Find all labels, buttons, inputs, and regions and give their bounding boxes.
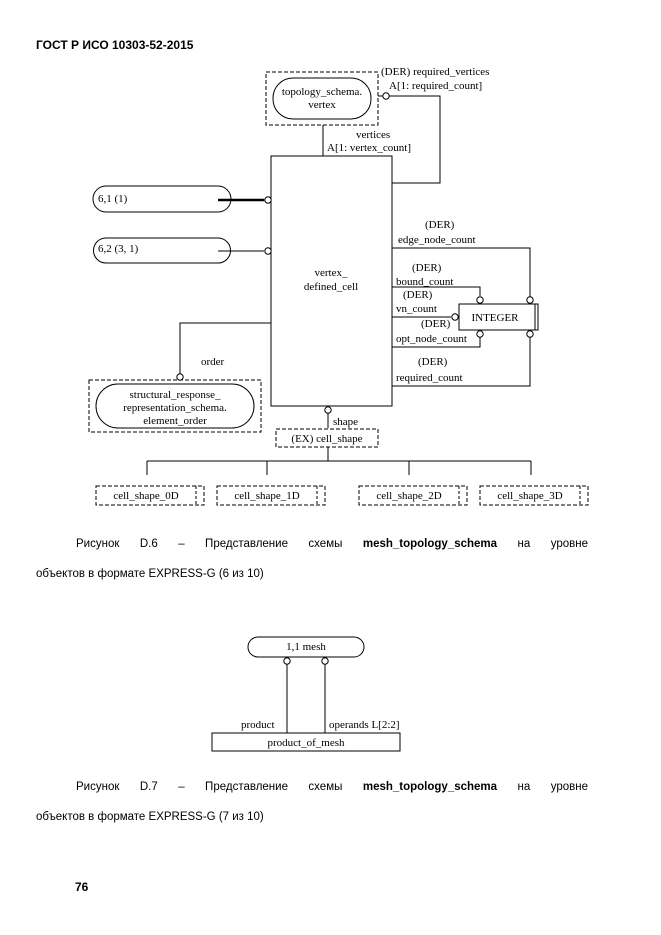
caption-d6-line1: Рисунок D.6 – Представление схемы mesh_t… bbox=[36, 538, 588, 550]
required-count-der: (DER) bbox=[418, 356, 448, 368]
order-line bbox=[179, 322, 271, 374]
ref-62-label: 6,2 (3, 1) bbox=[98, 243, 139, 255]
operands-label: operands L[2:2] bbox=[329, 719, 400, 731]
caption-d6-line2: объектов в формате EXPRESS-G (6 из 10) bbox=[36, 568, 264, 580]
integer-label: INTEGER bbox=[471, 312, 519, 324]
entity-name-line2: defined_cell bbox=[304, 281, 358, 293]
opt-node-count-der: (DER) bbox=[421, 318, 451, 330]
der-required-vertices-label: (DER) required_vertices bbox=[381, 66, 489, 78]
mesh-ref-shape bbox=[247, 636, 365, 658]
cell-shape-2d-label: cell_shape_2D bbox=[376, 490, 441, 502]
integer-box bbox=[458, 303, 539, 331]
order-circle bbox=[176, 373, 184, 381]
cell-shape-1d-label: cell_shape_1D bbox=[234, 490, 299, 502]
caption-d6-suffix: на уровне bbox=[497, 538, 589, 550]
element-order-line1: structural_response_ bbox=[129, 389, 221, 401]
entity-name-line1: vertex_ bbox=[315, 267, 348, 279]
cell-shape-dashed-box bbox=[275, 428, 379, 448]
shape-circle bbox=[324, 406, 332, 414]
bound-count-circle bbox=[476, 296, 484, 304]
required-vertices-line bbox=[378, 95, 441, 184]
opt-node-count-circle bbox=[476, 330, 484, 338]
caption-d6-prefix: Рисунок D.6 – Представление схемы bbox=[76, 538, 363, 550]
product-of-mesh-box bbox=[211, 732, 401, 752]
element-order-rounded bbox=[95, 383, 255, 429]
vn-count-der: (DER) bbox=[403, 289, 433, 301]
required-count-bound-label: A[1: required_count] bbox=[389, 80, 482, 92]
product-of-mesh-label: product_of_mesh bbox=[268, 737, 345, 749]
operands-circle bbox=[321, 657, 329, 665]
vn-count-circle bbox=[451, 313, 459, 321]
ref-61-circle bbox=[264, 196, 272, 204]
order-label: order bbox=[201, 356, 225, 368]
ref-62-circle bbox=[264, 247, 272, 255]
document-header: ГОСТ Р ИСО 10303-52-2015 bbox=[36, 38, 194, 52]
edge-node-count-label: edge_node_count bbox=[398, 234, 476, 246]
figure-d6-diagram: topology_schema. vertex (DER) required_v… bbox=[88, 66, 589, 506]
caption-d7-schema-name: mesh_topology_schema bbox=[362, 781, 498, 793]
cell-shape-0d-label: cell_shape_0D bbox=[113, 490, 178, 502]
element-order-line3: element_order bbox=[143, 415, 207, 427]
topology-vertex-line1: topology_schema. bbox=[282, 86, 363, 98]
product-circle bbox=[283, 657, 291, 665]
element-order-line2: representation_schema. bbox=[123, 402, 227, 414]
caption-d7-line1: Рисунок D.7 – Представление схемы mesh_t… bbox=[36, 781, 588, 793]
ref-61-shape bbox=[92, 185, 232, 213]
cell-shape-label: (EX) cell_shape bbox=[291, 433, 362, 445]
bound-count-label: bound_count bbox=[396, 276, 453, 288]
cell-shape-2d-box bbox=[358, 485, 468, 506]
cell-shape-1d-box bbox=[216, 485, 326, 506]
topology-vertex-line2: vertex bbox=[308, 99, 336, 111]
required-vertices-circle bbox=[382, 92, 390, 100]
mesh-ref-label: 1,1 mesh bbox=[286, 641, 326, 653]
required-count-label: required_count bbox=[396, 372, 463, 384]
cell-shape-3d-box bbox=[479, 485, 589, 506]
edge-node-count-line bbox=[392, 247, 531, 304]
element-order-dashed-box bbox=[88, 379, 262, 433]
figure-d7-diagram: 1,1 mesh product operands L[2:2] product… bbox=[211, 636, 401, 752]
edge-node-count-der: (DER) bbox=[425, 219, 455, 231]
caption-d7-line2: объектов в формате EXPRESS-G (7 из 10) bbox=[36, 811, 264, 823]
bound-count-der: (DER) bbox=[412, 262, 442, 274]
required-count-circle bbox=[526, 330, 534, 338]
cell-shape-0d-box bbox=[95, 485, 205, 506]
topology-vertex-dashed-box bbox=[265, 71, 379, 126]
topology-vertex-rounded bbox=[272, 77, 372, 120]
vn-count-label: vn_count bbox=[396, 303, 437, 315]
ref-61-label: 6,1 (1) bbox=[98, 193, 128, 205]
vertex-count-label: A[1: vertex_count] bbox=[327, 142, 411, 154]
shape-label: shape bbox=[333, 416, 358, 428]
caption-d6-schema-name: mesh_topology_schema bbox=[362, 538, 498, 550]
vertices-label: vertices bbox=[356, 129, 390, 141]
bound-count-line bbox=[392, 286, 481, 296]
cell-shape-3d-label: cell_shape_3D bbox=[497, 490, 562, 502]
page-number: 76 bbox=[75, 880, 89, 894]
product-label: product bbox=[241, 719, 275, 731]
required-count-line bbox=[392, 334, 531, 387]
ref-62-shape bbox=[93, 237, 231, 264]
caption-d7-suffix: на уровне bbox=[497, 781, 589, 793]
vertex-defined-cell-box bbox=[270, 155, 393, 407]
edge-node-count-circle bbox=[526, 296, 534, 304]
opt-node-count-label: opt_node_count bbox=[396, 333, 467, 345]
caption-d7-prefix: Рисунок D.7 – Представление схемы bbox=[76, 781, 363, 793]
opt-node-count-line bbox=[392, 334, 481, 348]
